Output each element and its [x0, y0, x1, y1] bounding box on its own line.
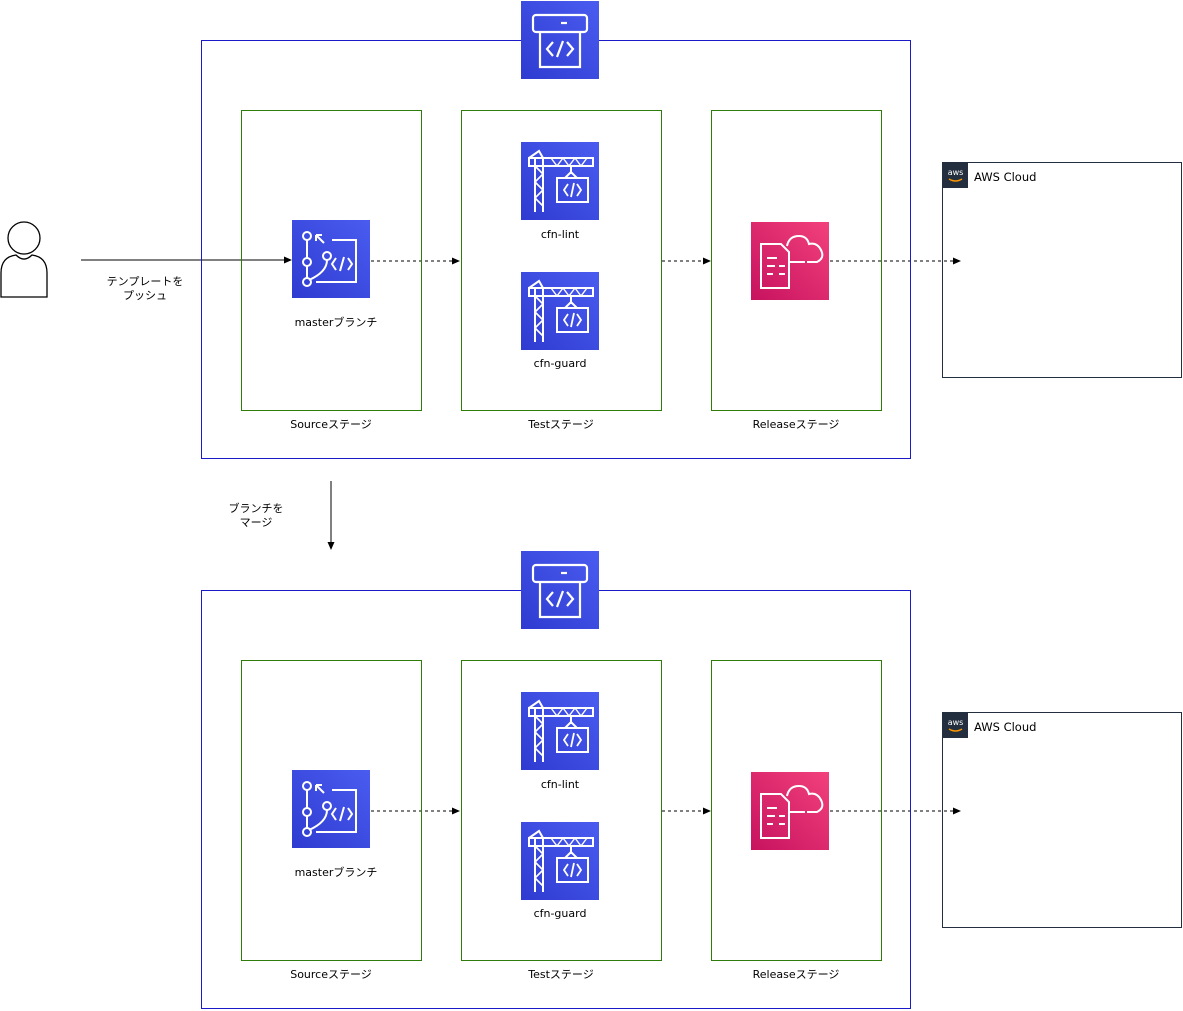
cfn-guard-label: cfn-guard [533, 907, 587, 920]
source-icon-label: masterブランチ [294, 866, 378, 879]
user-icon [0, 219, 48, 298]
test-stage-label: Testステージ [528, 418, 594, 431]
cfn-lint-label: cfn-lint [540, 228, 580, 241]
test-stage-label: Testステージ [528, 968, 594, 981]
codebuild-icon [521, 822, 599, 900]
push-label: テンプレートを プッシュ [106, 275, 184, 302]
source-stage [241, 110, 422, 411]
cfn-lint-label: cfn-lint [540, 778, 580, 791]
aws-cloud-title: AWS Cloud [974, 170, 1037, 184]
cloudformation-icon [751, 222, 829, 300]
codepipeline-icon [521, 1, 599, 79]
release-stage-label: Releaseステージ [752, 968, 840, 981]
cloudformation-icon [751, 772, 829, 850]
codebuild-icon [521, 142, 599, 220]
codebuild-icon [521, 272, 599, 350]
source-icon-label: masterブランチ [294, 316, 378, 329]
release-stage [711, 110, 882, 411]
test-stage [461, 110, 662, 411]
cfn-guard-label: cfn-guard [533, 357, 587, 370]
svg-text:aws: aws [948, 718, 964, 727]
codecommit-icon [292, 220, 370, 298]
codepipeline-icon [521, 551, 599, 629]
aws-logo-icon: aws [943, 163, 968, 188]
aws-cloud-group: aws AWS Cloud [942, 712, 1182, 928]
release-stage-label: Releaseステージ [752, 418, 840, 431]
source-stage [241, 660, 422, 961]
merge-label: ブランチを マージ [228, 502, 284, 529]
aws-cloud-title: AWS Cloud [974, 720, 1037, 734]
aws-cloud-group: aws AWS Cloud [942, 162, 1182, 378]
source-stage-label: Sourceステージ [290, 968, 372, 981]
codebuild-icon [521, 692, 599, 770]
source-stage-label: Sourceステージ [290, 418, 372, 431]
test-stage [461, 660, 662, 961]
release-stage [711, 660, 882, 961]
aws-logo-icon: aws [943, 713, 968, 738]
svg-text:aws: aws [948, 168, 964, 177]
codecommit-icon [292, 770, 370, 848]
